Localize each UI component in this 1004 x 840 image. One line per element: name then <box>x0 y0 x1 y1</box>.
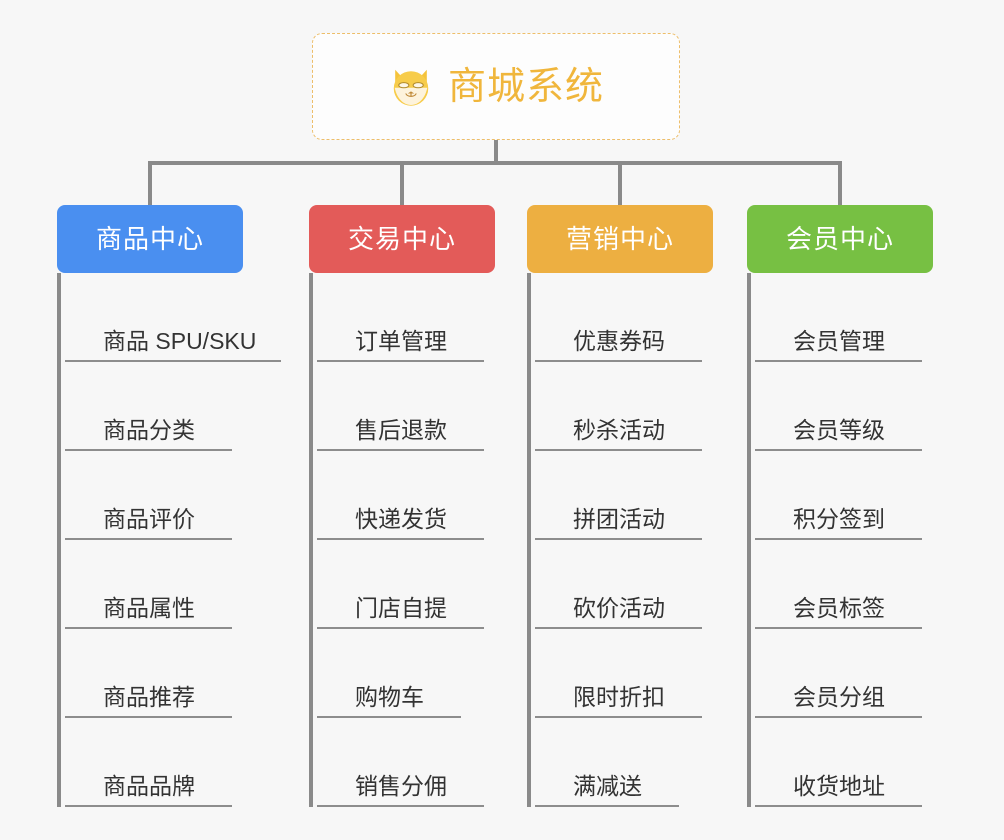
list-item[interactable]: 收货地址 <box>755 718 922 807</box>
list-item-label: 限时折扣 <box>573 684 665 710</box>
list-item-label: 拼团活动 <box>573 506 665 532</box>
branch-header-4[interactable]: 会员中心 <box>747 205 933 273</box>
branch-items-1: 商品 SPU/SKU 商品分类 商品评价 商品属性 商品推荐 商品品牌 <box>57 273 281 807</box>
list-item-label: 订单管理 <box>355 328 447 354</box>
list-item-label: 售后退款 <box>355 417 447 443</box>
branch-header-label-2: 交易中心 <box>347 224 456 254</box>
list-item-label: 商品品牌 <box>103 773 195 799</box>
list-item-label: 秒杀活动 <box>573 417 665 443</box>
branch-header-label-1: 商品中心 <box>95 224 204 254</box>
branch-column-交易中心: 交易中心 订单管理 售后退款 快递发货 门店自提 购物车 销售分佣 <box>309 205 495 807</box>
list-item[interactable]: 砍价活动 <box>535 540 702 629</box>
branch-items-3: 优惠券码 秒杀活动 拼团活动 砍价活动 限时折扣 满减送 <box>527 273 713 807</box>
list-item[interactable]: 商品评价 <box>65 451 232 540</box>
list-item-label: 商品推荐 <box>103 684 195 710</box>
list-item-label: 优惠券码 <box>573 328 665 354</box>
branch-drop-connector-2 <box>400 161 404 207</box>
list-item-label: 商品分类 <box>103 417 195 443</box>
branch-column-商品中心: 商品中心 商品 SPU/SKU 商品分类 商品评价 商品属性 商品推荐 商品品牌 <box>57 205 281 807</box>
branch-header-label-4: 会员中心 <box>785 224 894 254</box>
branch-items-2: 订单管理 售后退款 快递发货 门店自提 购物车 销售分佣 <box>309 273 495 807</box>
list-item-label: 积分签到 <box>793 506 885 532</box>
branch-drop-connector-3 <box>618 161 622 207</box>
list-item-label: 销售分佣 <box>355 773 447 799</box>
list-item[interactable]: 销售分佣 <box>317 718 484 807</box>
list-item-label: 购物车 <box>355 684 424 710</box>
root-title: 商城系统 <box>447 65 604 108</box>
shiba-inu-dog-face-icon <box>393 69 429 107</box>
list-item[interactable]: 订单管理 <box>317 273 484 362</box>
branch-column-会员中心: 会员中心 会员管理 会员等级 积分签到 会员标签 会员分组 收货地址 <box>747 205 933 807</box>
list-item[interactable]: 会员标签 <box>755 540 922 629</box>
list-item-label: 会员分组 <box>793 684 885 710</box>
list-item[interactable]: 会员管理 <box>755 273 922 362</box>
list-item-label: 满减送 <box>573 773 642 799</box>
list-item-label: 砍价活动 <box>573 595 665 621</box>
list-item-label: 商品属性 <box>103 595 195 621</box>
root-node[interactable]: 商城系统 <box>312 33 680 140</box>
list-item[interactable]: 快递发货 <box>317 451 484 540</box>
list-item-label: 快递发货 <box>355 506 447 532</box>
root-stem-connector <box>494 140 498 165</box>
branch-header-2[interactable]: 交易中心 <box>309 205 495 273</box>
list-item-label: 会员管理 <box>793 328 885 354</box>
list-item-label: 会员等级 <box>793 417 885 443</box>
branch-items-4: 会员管理 会员等级 积分签到 会员标签 会员分组 收货地址 <box>747 273 933 807</box>
list-item[interactable]: 优惠券码 <box>535 273 702 362</box>
list-item[interactable]: 商品分类 <box>65 362 232 451</box>
list-item-label: 门店自提 <box>355 595 447 621</box>
list-item-label: 商品 SPU/SKU <box>103 328 257 354</box>
list-item[interactable]: 售后退款 <box>317 362 484 451</box>
list-item[interactable]: 拼团活动 <box>535 451 702 540</box>
list-item[interactable]: 秒杀活动 <box>535 362 702 451</box>
branch-header-1[interactable]: 商品中心 <box>57 205 243 273</box>
list-item[interactable]: 限时折扣 <box>535 629 702 718</box>
list-item[interactable]: 商品 SPU/SKU <box>65 273 281 362</box>
list-item[interactable]: 商品属性 <box>65 540 232 629</box>
list-item[interactable]: 商品推荐 <box>65 629 232 718</box>
list-item-label: 会员标签 <box>793 595 885 621</box>
branch-bar-connector <box>148 161 842 165</box>
branch-drop-connector-4 <box>838 161 842 207</box>
list-item[interactable]: 门店自提 <box>317 540 484 629</box>
branch-header-3[interactable]: 营销中心 <box>527 205 713 273</box>
branch-column-营销中心: 营销中心 优惠券码 秒杀活动 拼团活动 砍价活动 限时折扣 满减送 <box>527 205 713 807</box>
list-item[interactable]: 购物车 <box>317 629 461 718</box>
list-item-label: 商品评价 <box>103 506 195 532</box>
branch-header-label-3: 营销中心 <box>565 224 674 254</box>
list-item[interactable]: 会员等级 <box>755 362 922 451</box>
list-item[interactable]: 满减送 <box>535 718 679 807</box>
branch-drop-connector-1 <box>148 161 152 207</box>
list-item[interactable]: 商品品牌 <box>65 718 232 807</box>
list-item-label: 收货地址 <box>793 773 885 799</box>
list-item[interactable]: 积分签到 <box>755 451 922 540</box>
list-item[interactable]: 会员分组 <box>755 629 922 718</box>
